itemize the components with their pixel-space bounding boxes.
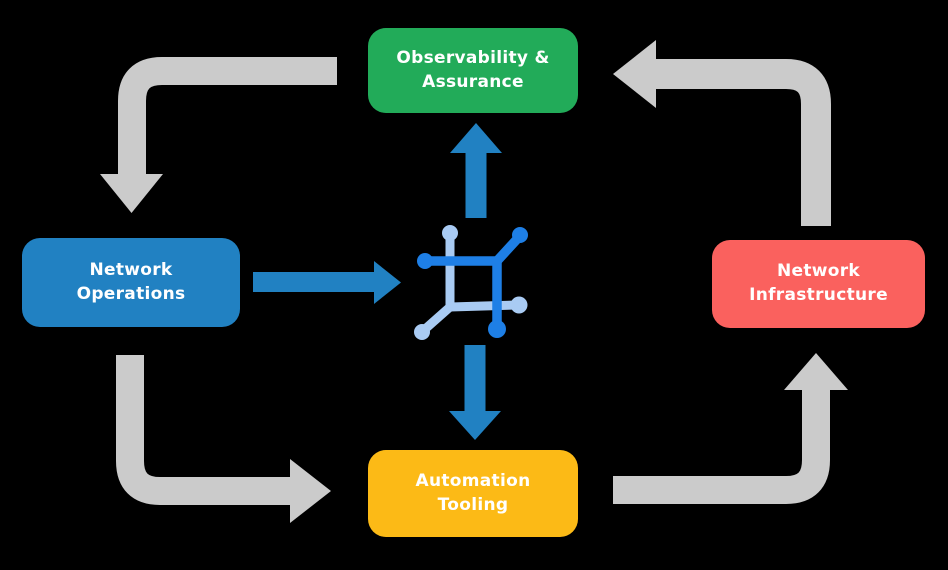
- arrow-center-to-observability: [450, 123, 502, 218]
- arrow-operations-to-center: [253, 261, 401, 304]
- arrow-automation-to-infrastructure: [613, 353, 848, 504]
- node-network-operations: Network Operations: [22, 238, 240, 327]
- node-network-infrastructure: Network Infrastructure: [712, 240, 925, 328]
- node-label-line: Automation: [415, 470, 531, 491]
- node-label-line: Network: [89, 259, 173, 280]
- node-label-line: Tooling: [437, 494, 509, 515]
- arrow-center-to-automation: [449, 345, 501, 440]
- node-label-line: Operations: [76, 283, 186, 304]
- node-label-line: Infrastructure: [749, 285, 888, 305]
- node-label-line: Assurance: [422, 71, 524, 92]
- network-mesh-icon: [414, 225, 528, 340]
- node-label-line: Observability &: [396, 47, 550, 68]
- arrow-infrastructure-to-observability: [613, 40, 831, 226]
- arrow-operations-to-automation: [116, 355, 331, 523]
- arrow-observability-to-operations: [100, 57, 337, 213]
- node-observability-assurance: Observability & Assurance: [368, 28, 578, 113]
- node-label-line: Network: [776, 261, 861, 282]
- node-automation-tooling: Automation Tooling: [368, 450, 578, 537]
